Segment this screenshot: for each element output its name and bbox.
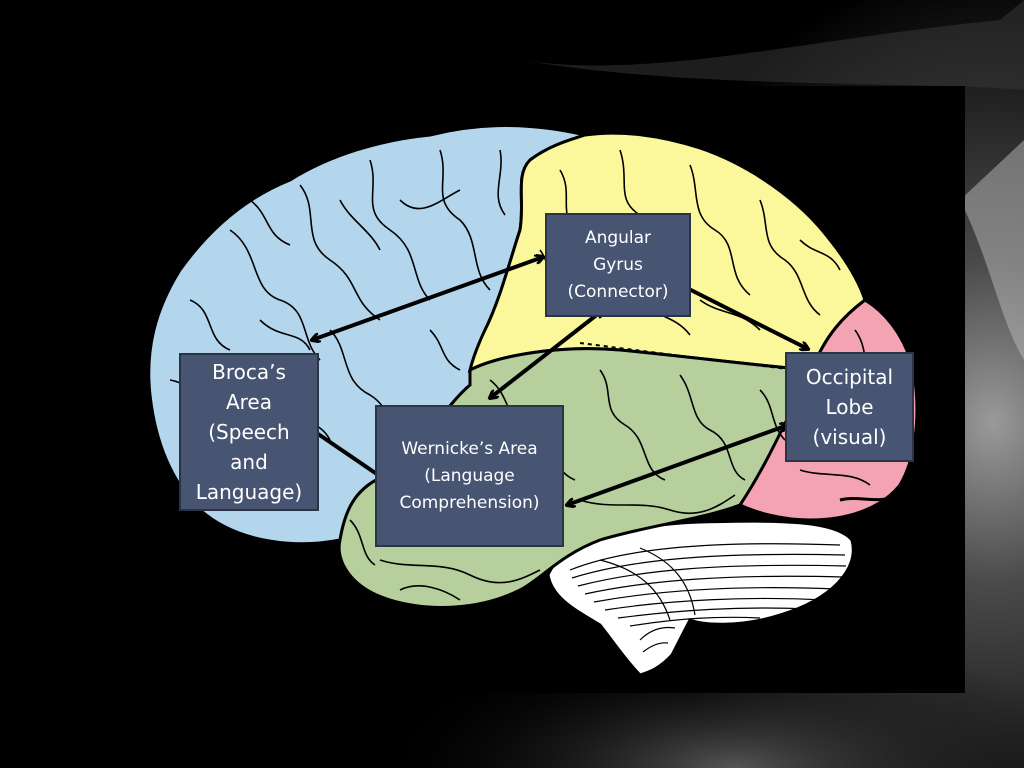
arrow-angular-wernicke	[490, 310, 603, 398]
wernickes-area-box: Wernicke’s Area (Language Comprehension)	[375, 405, 564, 547]
arrow-broca-angular	[312, 257, 543, 340]
occipital-lobe-box: Occipital Lobe (visual)	[785, 352, 914, 462]
arrow-angular-occipital	[677, 283, 808, 349]
angular-gyrus-box: Angular Gyrus (Connector)	[545, 213, 691, 317]
brocas-area-box: Broca’s Area (Speech and Language)	[179, 353, 319, 511]
arrow-wernicke-occipital	[567, 425, 788, 505]
cerebellum	[546, 519, 855, 677]
